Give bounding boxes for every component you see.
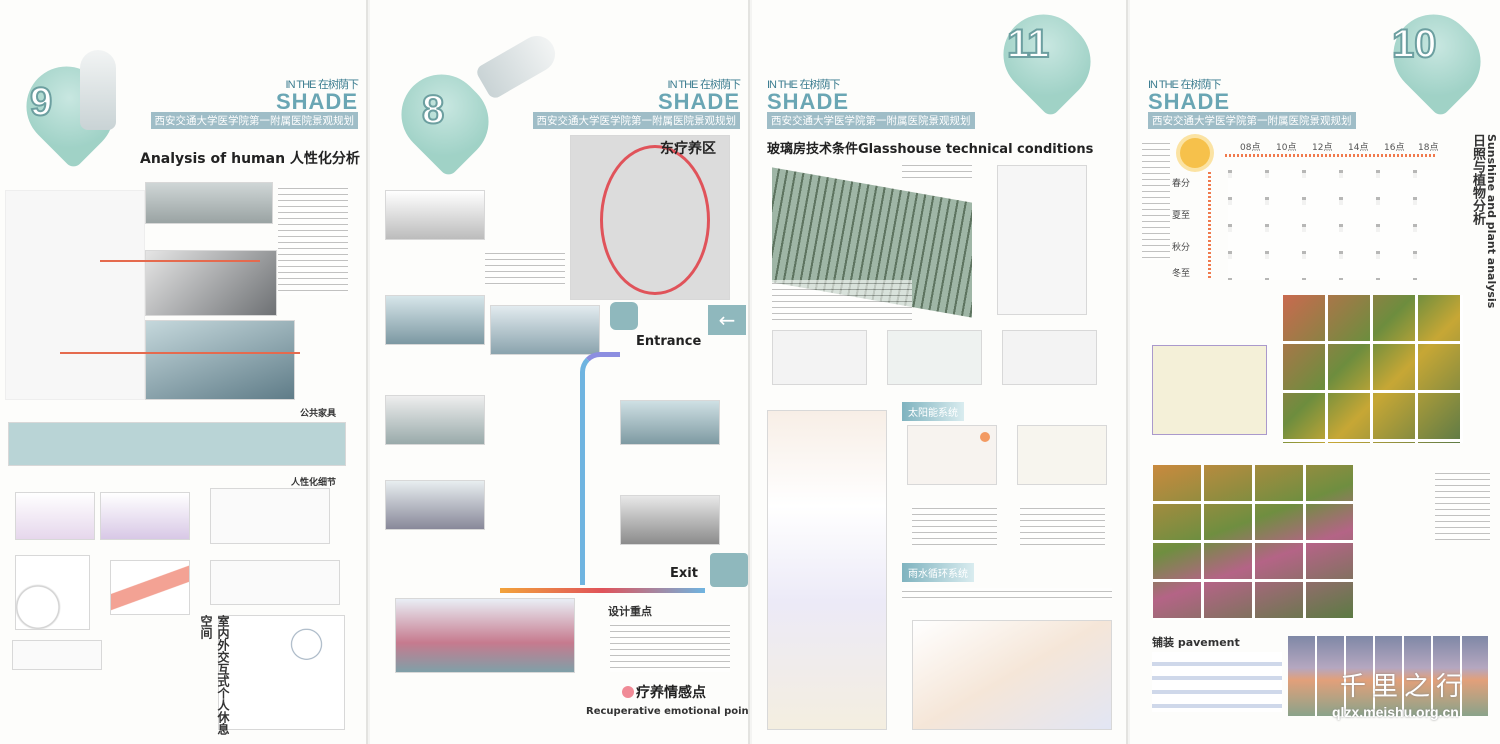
brand-title: IN THE 在树荫下 SHADE 西安交通大学医学院第一附属医院景观规划 <box>767 76 975 129</box>
season-label: 夏至 <box>1172 211 1191 221</box>
pavement-legend <box>1152 652 1282 712</box>
time-label: 14点 <box>1348 143 1369 153</box>
watermark-cn: 千里之行 <box>1340 671 1469 701</box>
sketch <box>210 560 340 605</box>
panel-human-analysis: 9 IN THE 在树荫下 SHADE 西安交通大学医学院第一附属医院景观规划 … <box>0 0 368 744</box>
tree-icon <box>610 302 638 330</box>
panel-glasshouse: 11 IN THE 在树荫下 SHADE 西安交通大学医学院第一附属医院景观规划… <box>752 0 1128 744</box>
sketch <box>100 492 190 540</box>
brand-title: IN THE 在树荫下 SHADE 西安交通大学医学院第一附属医院景观规划 <box>150 76 359 129</box>
pavement-texture-grid <box>1288 636 1488 716</box>
design-points-heading: 设计重点 <box>608 605 652 618</box>
text-block <box>278 185 348 295</box>
photo <box>145 182 273 224</box>
axon-diagram <box>1002 330 1097 385</box>
shadow-grid <box>1228 170 1450 280</box>
entrance-arrow-icon[interactable]: ← <box>708 305 746 335</box>
route-line <box>580 352 620 585</box>
rain-axon <box>912 620 1112 730</box>
render-photo <box>395 598 575 673</box>
rain-system-heading: 雨水循环系统 <box>902 563 974 582</box>
photo <box>620 495 720 545</box>
time-label: 10点 <box>1276 143 1297 153</box>
photo <box>620 400 720 445</box>
text-block <box>1435 470 1490 540</box>
plant-photo-grid <box>1283 295 1463 443</box>
route-loop <box>600 145 710 295</box>
label-public-furniture: 公共家具 <box>299 409 336 419</box>
time-label: 18点 <box>1418 143 1439 153</box>
vertical-label: 室内外交互式个人休息空间 <box>199 615 230 735</box>
wheelchair-sketch <box>15 555 90 630</box>
zone-title: 东疗养区 <box>660 141 716 157</box>
photo <box>145 320 295 400</box>
sectional-diagrams <box>997 165 1087 315</box>
plant-plan <box>1152 345 1267 435</box>
bus-icon[interactable] <box>710 553 748 587</box>
photo <box>385 480 485 530</box>
panel-recuperation-area: 8 IN THE 在树荫下 SHADE 西安交通大学医学院第一附属医院景观规划 … <box>370 0 750 744</box>
entrance-label[interactable]: Entrance <box>636 334 702 349</box>
label-humanized-details: 人性化细节 <box>290 478 336 488</box>
photo <box>490 305 600 355</box>
exit-label[interactable]: Exit <box>670 566 698 581</box>
solar-system-heading: 太阳能系统 <box>902 402 964 421</box>
panel-number: 8 <box>421 87 445 133</box>
time-label: 12点 <box>1312 143 1333 153</box>
text-block <box>1142 140 1170 260</box>
text-block <box>902 162 972 180</box>
time-label: 16点 <box>1384 143 1405 153</box>
pavement-heading: 铺装 pavement <box>1152 636 1240 649</box>
emotional-point-cn: 疗养情感点 <box>636 685 706 701</box>
text-block <box>902 588 1112 600</box>
panel-title: 玻璃房技术条件Glasshouse technical conditions <box>767 142 1094 157</box>
title-en: Sunshine and plant analysis <box>1485 134 1498 309</box>
text-block <box>772 280 912 320</box>
solar-section-night <box>1017 425 1107 485</box>
season-label: 春分 <box>1172 179 1191 189</box>
title-cn: 日照与植物分析 <box>1470 134 1485 225</box>
panel-number: 11 <box>1006 21 1050 67</box>
emotion-dot <box>622 686 634 698</box>
watermark-url: qlzx.meishu.org.cn <box>1332 704 1459 720</box>
text-block <box>1020 505 1105 550</box>
plant-photo-grid <box>1153 465 1353 620</box>
furniture-elevation <box>8 422 346 466</box>
emotional-point-en: Recuperative emotional point <box>586 706 750 717</box>
brand-title: IN THE 在树荫下 SHADE 西安交通大学医学院第一附属医院景观规划 <box>532 76 741 129</box>
callout-line <box>100 260 260 262</box>
panel-title: Analysis of human 人性化分析 <box>140 151 360 167</box>
ramp-sketch <box>110 560 190 615</box>
axon-diagram <box>772 330 867 385</box>
text-block <box>485 250 565 285</box>
route-line <box>500 588 705 593</box>
photo <box>385 395 485 445</box>
season-label: 冬至 <box>1172 269 1191 279</box>
rest-space-diagrams <box>218 615 345 730</box>
text-block <box>912 505 997 550</box>
sketch <box>15 492 95 540</box>
sun-icon <box>980 432 990 442</box>
site-plan <box>5 190 145 400</box>
callout-line <box>60 352 300 354</box>
sketch <box>210 488 330 544</box>
panel-number: 10 <box>1391 21 1437 67</box>
panel-number: 9 <box>29 79 53 125</box>
photo <box>385 295 485 345</box>
time-label: 08点 <box>1240 143 1261 153</box>
exploded-axon <box>767 410 887 730</box>
photo <box>385 190 485 240</box>
sketch <box>12 640 102 670</box>
time-axis <box>1225 154 1435 157</box>
axon-diagram <box>887 330 982 385</box>
text-block <box>610 622 730 672</box>
brand-title: IN THE 在树荫下 SHADE 西安交通大学医学院第一附属医院景观规划 <box>1148 76 1356 129</box>
season-axis <box>1208 172 1211 280</box>
sun-icon <box>1180 138 1210 168</box>
mascot-figure <box>80 50 116 130</box>
season-label: 秋分 <box>1172 243 1191 253</box>
